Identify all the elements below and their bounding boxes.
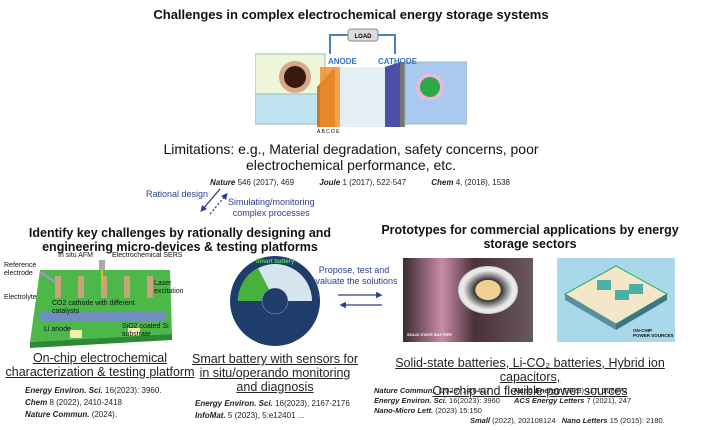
photo-label: SOLID STATE BATTERY	[407, 332, 453, 337]
reference: Chem 4, (2018), 1538	[431, 178, 510, 187]
anode-label: ANODE	[328, 57, 358, 66]
laser-label: Laser excitation	[154, 280, 184, 295]
chip-references: Energy Environ. Sci. 16(2023): 3960. Che…	[25, 385, 162, 421]
left-heading: Identify key challenges by rationally de…	[28, 226, 332, 254]
smart-battery-image: Smart battery	[230, 256, 320, 346]
right-references-col1: Nature Commun., (2023) 14:6407 Energy En…	[374, 386, 500, 416]
limitations-line2: electrochemical performance, etc.	[245, 157, 457, 173]
bidirectional-arrows	[200, 188, 228, 215]
smart-battery-references: Energy Environ. Sci. 16(2023), 2167-2176…	[195, 398, 350, 422]
right-caption: Solid-state batteries, Li-CO₂ batteries,…	[395, 356, 665, 398]
right-references-col2: Nano Energy (2023) 117, 108872 ACS Energ…	[514, 386, 631, 406]
battery-layer-inset	[458, 266, 518, 314]
right-references-row4: Small (2022), 202108124 Nano Letters 15 …	[470, 416, 665, 426]
reference: Small (2022), 202108124	[470, 416, 556, 425]
reference: InfoMat. 5 (2023), 5:e12401 ...	[195, 411, 305, 420]
reference: Energy Environ. Sci. 16(2023): 3960	[374, 396, 500, 405]
propose-arrows	[338, 291, 383, 309]
solid-state-battery-photo: SOLID STATE BATTERY	[403, 258, 533, 342]
on-chip-platform-image: In situ AFM Electrochemical SERS Referen…	[0, 250, 195, 348]
top-references: Nature 546 (2017), 469 Joule 1 (2017), 5…	[210, 177, 510, 189]
reference: Chem 8 (2022), 2410-2418	[25, 398, 122, 407]
rational-design-label: Rational design	[146, 189, 209, 199]
cathode-label: CATHODE	[378, 57, 418, 66]
battery-schematic-graphic: LOAD ANODE CATHODE A B C D E	[254, 28, 468, 135]
afm-label: In situ AFM	[58, 252, 94, 259]
cathode-label: CO2 cathode with different catalysts	[52, 300, 135, 315]
smart-battery-title: Smart battery	[256, 259, 295, 265]
reference: Energy Environ. Sci. 16(2023): 3960.	[25, 386, 162, 395]
reference-electrode-label: Reference electrode	[4, 262, 37, 277]
load-label: LOAD	[355, 34, 373, 40]
sers-label: Electrochemical SERS	[112, 252, 183, 259]
electrolyte-label: Electrolyte	[4, 294, 37, 301]
right-heading: Prototypes for commercial applications b…	[381, 223, 679, 251]
page-title: Challenges in complex electrochemical en…	[153, 7, 549, 22]
battery-schematic: LOAD ANODE CATHODE A B C D E	[254, 27, 468, 135]
reference: Nano Energy (2023) 117, 108872	[514, 386, 628, 395]
reference: Energy Environ. Sci. 16(2023), 2167-2176	[195, 399, 350, 408]
limitations-line1: Limitations: e.g., Material degradation,…	[163, 141, 539, 157]
reference: Joule 1 (2017), 522-547	[319, 178, 407, 187]
reference: Nano-Micro Lett. (2023) 15:150	[374, 406, 482, 415]
reference: Nature Commun. (2024).	[25, 410, 118, 419]
layer-labels: A B C D E	[317, 129, 340, 135]
anode-label: Li anode	[44, 326, 71, 333]
reference: Nature 546 (2017), 469	[210, 178, 295, 187]
reference: ACS Energy Letters 7 (2021), 247	[514, 396, 632, 405]
chip-board-graphic	[30, 260, 172, 348]
chip-graphic	[563, 265, 669, 330]
reference: Nano Letters 15 (2015): 2180.	[561, 416, 665, 425]
reference: Nature Commun., (2023) 14:6407	[374, 386, 490, 395]
limitations-text: Limitations: e.g., Material degradation,…	[0, 141, 702, 173]
substrate-label: SiO2 coated Si substrate	[122, 323, 169, 338]
